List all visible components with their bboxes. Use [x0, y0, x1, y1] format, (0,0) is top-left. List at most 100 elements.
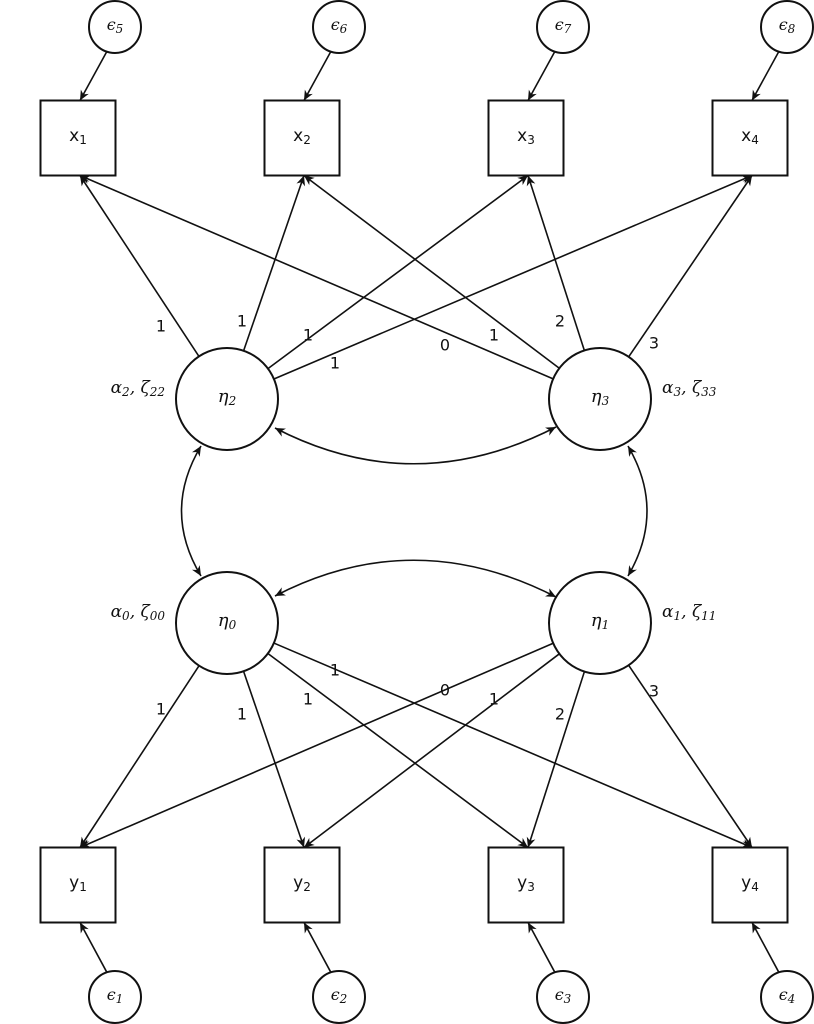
- loading-path-eta2-x4: [273, 174, 753, 380]
- loading-label-eta3-x2: 1: [489, 326, 499, 345]
- observed-box-x4: [711, 99, 789, 177]
- loading-label-eta0-y3: 1: [303, 690, 313, 709]
- loading-label-eta0-y1: 1: [156, 700, 166, 719]
- observed-label-y3: y3: [517, 873, 535, 894]
- error-node-e6: ϵ6: [312, 0, 366, 54]
- error-node-e3: ϵ3: [536, 970, 590, 1024]
- loading-label-eta1-y2: 1: [489, 690, 499, 709]
- loading-path-eta3-x4: [628, 175, 753, 358]
- observed-label-x1: x1: [69, 126, 87, 147]
- observed-node-y3: y3: [487, 846, 565, 924]
- loading-path-eta3-x2: [303, 174, 560, 369]
- loading-label-eta0-y2: 1: [237, 705, 247, 724]
- observed-label-x4: x4: [741, 126, 759, 147]
- error-path-e6-x2: [303, 51, 332, 101]
- error-label-e4: ϵ4: [779, 985, 796, 1006]
- loading-path-eta1-y1: [79, 642, 554, 849]
- error-node-e5: ϵ5: [88, 0, 142, 54]
- loading-path-eta0-y4: [273, 642, 753, 849]
- loading-label-eta2-x1: 1: [156, 317, 166, 336]
- latent-label-eta1: η1: [591, 610, 609, 632]
- error-node-e7: ϵ7: [536, 0, 590, 54]
- observed-box-y1: [39, 846, 117, 924]
- error-path-e5-x1: [79, 51, 108, 101]
- covariance-path-eta2-eta0: [180, 445, 202, 577]
- observed-label-x3: x3: [517, 126, 535, 147]
- observed-box-y2: [263, 846, 341, 924]
- edges-layer: [79, 51, 780, 973]
- observed-box-y4: [711, 846, 789, 924]
- observed-node-x3: x3: [487, 99, 565, 177]
- latent-node-eta2: η2: [175, 347, 279, 451]
- error-label-e7: ϵ7: [555, 15, 572, 36]
- error-node-e8: ϵ8: [760, 0, 814, 54]
- loading-label-eta2-x4: 1: [330, 354, 340, 373]
- loading-path-eta0-y2: [242, 670, 306, 848]
- loading-path-eta1-y4: [627, 664, 753, 848]
- error-label-e1: ϵ1: [107, 985, 124, 1006]
- error-node-e1: ϵ1: [88, 970, 142, 1024]
- latent-circle-eta1: [548, 571, 652, 675]
- covariance-path-eta2-eta3: [274, 426, 557, 465]
- observed-node-y4: y4: [711, 846, 789, 924]
- error-circle-e6: [312, 0, 366, 54]
- observed-node-y1: y1: [39, 846, 117, 924]
- loading-path-eta3-x3: [526, 175, 586, 351]
- error-circle-e5: [88, 0, 142, 54]
- loading-label-eta3-x3: 2: [555, 312, 565, 331]
- latent-node-eta3: η3: [548, 347, 652, 451]
- error-label-e6: ϵ6: [331, 15, 348, 36]
- latent-params-eta2: α2, ζ22: [111, 378, 165, 399]
- latent-params-eta1: α1, ζ11: [662, 602, 716, 623]
- error-node-e4: ϵ4: [760, 970, 814, 1024]
- observed-box-x2: [263, 99, 341, 177]
- observed-node-x1: x1: [39, 99, 117, 177]
- error-circle-e2: [312, 970, 366, 1024]
- loading-label-eta1-y3: 2: [555, 705, 565, 724]
- error-circle-e1: [88, 970, 142, 1024]
- observed-box-x1: [39, 99, 117, 177]
- loading-label-eta1-y1: 0: [440, 681, 450, 700]
- loading-label-eta2-x2: 1: [237, 312, 247, 331]
- latent-circle-eta3: [548, 347, 652, 451]
- error-label-e8: ϵ8: [779, 15, 796, 36]
- observed-node-y2: y2: [263, 846, 341, 924]
- error-circle-e3: [536, 970, 590, 1024]
- loading-path-eta1-y2: [303, 653, 560, 849]
- observed-label-y4: y4: [741, 873, 759, 894]
- loading-path-eta0-y1: [79, 665, 200, 848]
- loading-path-eta1-y3: [526, 671, 586, 848]
- observed-box-x3: [487, 99, 565, 177]
- observed-label-y1: y1: [69, 873, 87, 894]
- loading-label-eta1-y4: 3: [649, 682, 659, 701]
- error-label-e2: ϵ2: [331, 985, 348, 1006]
- error-label-e5: ϵ5: [107, 15, 124, 36]
- error-path-e2-y2: [303, 922, 332, 973]
- loading-path-eta2-x1: [79, 175, 200, 357]
- error-label-e3: ϵ3: [555, 985, 572, 1006]
- loading-path-eta0-y3: [267, 652, 529, 849]
- error-circle-e8: [760, 0, 814, 54]
- error-path-e8-x4: [751, 51, 780, 101]
- error-path-e1-y1: [79, 922, 108, 973]
- observed-node-x4: x4: [711, 99, 789, 177]
- observed-label-y2: y2: [293, 873, 311, 894]
- error-node-e2: ϵ2: [312, 970, 366, 1024]
- error-circle-e7: [536, 0, 590, 54]
- nodes-layer: x1 x2 x3 x4 y1 y2 y3 y4 ϵ1 ϵ2 ϵ3 ϵ4 ϵ5 ϵ6 ϵ7 ϵ8 η0 η1 η2 η3: [39, 0, 814, 1024]
- observed-label-x2: x2: [293, 126, 311, 147]
- error-path-e4-y4: [751, 922, 780, 973]
- loading-label-eta2-x3: 1: [303, 326, 313, 345]
- latent-node-eta1: η1: [548, 571, 652, 675]
- error-path-e3-y3: [527, 922, 556, 973]
- loading-path-eta2-x2: [242, 175, 305, 352]
- latent-node-eta0: η0: [175, 571, 279, 675]
- error-path-e7-x3: [527, 51, 556, 101]
- loading-label-eta3-x4: 3: [649, 334, 659, 353]
- loading-path-eta2-x3: [267, 174, 529, 370]
- latent-circle-eta2: [175, 347, 279, 451]
- latent-label-eta0: η0: [218, 610, 237, 632]
- latent-label-eta2: η2: [218, 386, 236, 408]
